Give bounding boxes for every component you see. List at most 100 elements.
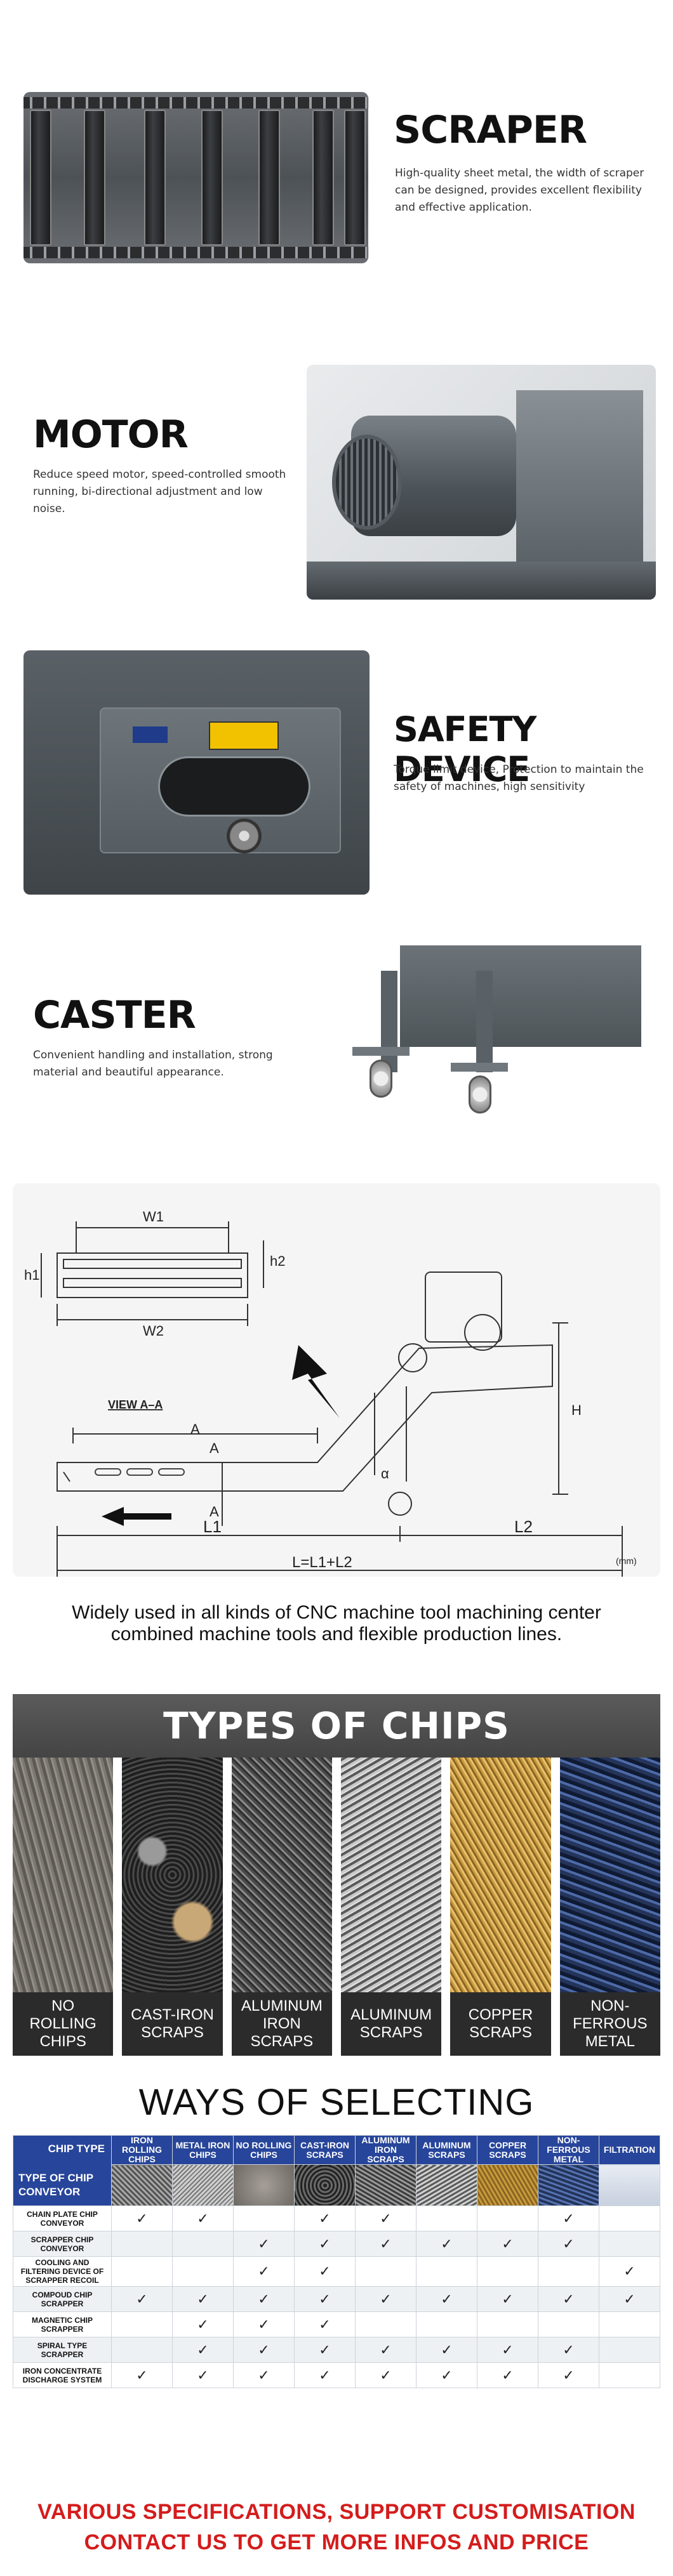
chip-thumbnail (294, 2164, 356, 2206)
dim-l1-label: L1 (203, 1517, 222, 1536)
conveyor-type-name: SPIRAL TYPE SCRAPPER (13, 2337, 112, 2363)
feature-desc-caster: Convenient handling and installation, st… (33, 1049, 273, 1079)
column-header: NO ROLLING CHIPS (233, 2135, 295, 2165)
check-icon: ✓ (477, 2286, 538, 2312)
empty-cell (538, 2256, 599, 2287)
check-icon: ✓ (477, 2231, 538, 2257)
empty-cell (599, 2362, 660, 2388)
chip-card-cast-iron: CAST-IRON SCRAPS (122, 1758, 223, 2056)
dim-l-label: L=L1+L2 (292, 1554, 352, 1571)
empty-cell (111, 2311, 173, 2337)
empty-cell (416, 2311, 477, 2337)
chip-thumbnail (111, 2164, 173, 2206)
check-icon: ✓ (233, 2337, 295, 2363)
check-icon: ✓ (111, 2205, 173, 2231)
check-icon: ✓ (538, 2337, 599, 2363)
chip-label: COPPER SCRAPS (450, 1992, 551, 2056)
dim-l2-label: L2 (514, 1517, 533, 1536)
column-header: ALUMINUM SCRAPS (416, 2135, 477, 2165)
check-icon: ✓ (172, 2205, 234, 2231)
conveyor-type-name: IRON CONCENTRATE DISCHARGE SYSTEM (13, 2362, 112, 2388)
caster-wheel-icon (370, 1060, 392, 1098)
table-corner-header: CHIP TYPE TYPE OF CHIP CONVEYOR (13, 2135, 112, 2206)
chip-thumbnail (538, 2164, 599, 2206)
column-header: IRON ROLLING CHIPS (111, 2135, 173, 2165)
corner-conveyor-type: TYPE OF CHIP CONVEYOR (18, 2172, 93, 2198)
check-icon: ✓ (355, 2337, 416, 2363)
check-icon: ✓ (355, 2286, 416, 2312)
check-icon: ✓ (538, 2205, 599, 2231)
empty-cell (111, 2231, 173, 2257)
angle-alpha-label: α (381, 1466, 389, 1482)
dim-h1-label: h1 (24, 1267, 39, 1283)
empty-cell (599, 2231, 660, 2257)
chip-thumbnail (355, 2164, 416, 2206)
dim-w2-label: W2 (143, 1323, 164, 1339)
section-a-label-3: A (210, 1504, 219, 1520)
empty-cell (538, 2311, 599, 2337)
check-icon: ✓ (294, 2231, 356, 2257)
column-header: NON-FERROUS METAL (538, 2135, 599, 2165)
column-header: FILTRATION (599, 2135, 660, 2165)
check-icon: ✓ (233, 2362, 295, 2388)
check-icon: ✓ (294, 2286, 356, 2312)
conveyor-type-name: COMPOUD CHIP SCRAPPER (13, 2286, 112, 2312)
table-row: MAGNETIC CHIP SCRAPPER✓✓✓ (13, 2311, 660, 2337)
check-icon: ✓ (599, 2256, 660, 2287)
empty-cell (172, 2231, 234, 2257)
chip-thumbnail (477, 2164, 538, 2206)
check-icon: ✓ (172, 2286, 234, 2312)
check-icon: ✓ (355, 2205, 416, 2231)
table-row: SPIRAL TYPE SCRAPPER✓✓✓✓✓✓✓ (13, 2337, 660, 2363)
table-row: IRON CONCENTRATE DISCHARGE SYSTEM✓✓✓✓✓✓✓… (13, 2362, 660, 2388)
footer-line-1: VARIOUS SPECIFICATIONS, SUPPORT CUSTOMIS… (37, 2500, 636, 2524)
column-header: CAST-IRON SCRAPS (294, 2135, 356, 2165)
empty-cell (599, 2311, 660, 2337)
chip-thumbnail (233, 2164, 295, 2206)
chip-card-no-rolling: NO ROLLING CHIPS (13, 1758, 114, 2056)
check-icon: ✓ (294, 2205, 356, 2231)
feature-title-motor: MOTOR (33, 412, 189, 457)
check-icon: ✓ (172, 2311, 234, 2337)
usage-text-line-2: combined machine tools and flexible prod… (110, 1624, 563, 1645)
types-of-chips-title: TYPES OF CHIPS (163, 1704, 510, 1747)
section-a-label-2: A (210, 1440, 219, 1456)
table-row: SCRAPPER CHIP CONVEYOR✓✓✓✓✓✓ (13, 2231, 660, 2257)
column-header: ALUMINUM IRON SCRAPS (355, 2135, 416, 2165)
column-header: COPPER SCRAPS (477, 2135, 538, 2165)
conveyor-type-name: SCRAPPER CHIP CONVEYOR (13, 2231, 112, 2257)
check-icon: ✓ (233, 2231, 295, 2257)
chip-label: ALUMINUM IRON SCRAPS (231, 1992, 332, 2056)
check-icon: ✓ (233, 2311, 295, 2337)
table-row: COMPOUD CHIP SCRAPPER✓✓✓✓✓✓✓✓✓ (13, 2286, 660, 2312)
dim-w1-label: W1 (143, 1209, 164, 1225)
check-icon: ✓ (233, 2286, 295, 2312)
conveyor-type-name: MAGNETIC CHIP SCRAPPER (13, 2311, 112, 2337)
empty-cell (477, 2205, 538, 2231)
check-icon: ✓ (599, 2286, 660, 2312)
check-icon: ✓ (538, 2286, 599, 2312)
footer-line-2: CONTACT US TO GET MORE INFOS AND PRICE (84, 2530, 589, 2554)
scraper-photo (23, 92, 368, 263)
check-icon: ✓ (416, 2286, 477, 2312)
empty-cell (477, 2311, 538, 2337)
column-header: METAL IRON CHIPS (172, 2135, 234, 2165)
chip-card-non-ferrous: NON-FERROUS METAL (559, 1758, 660, 2056)
check-icon: ✓ (294, 2337, 356, 2363)
check-icon: ✓ (111, 2286, 173, 2312)
check-icon: ✓ (355, 2231, 416, 2257)
empty-cell (416, 2256, 477, 2287)
feature-desc-safety-device: Torque limit device, Protection to maint… (394, 763, 644, 793)
chip-label: NO ROLLING CHIPS (13, 1992, 114, 2056)
chip-thumbnail (416, 2164, 477, 2206)
check-icon: ✓ (477, 2337, 538, 2363)
check-icon: ✓ (294, 2362, 356, 2388)
check-icon: ✓ (294, 2311, 356, 2337)
check-icon: ✓ (111, 2362, 173, 2388)
unit-label: (mm) (616, 1556, 637, 1566)
usage-text-line-1: Widely used in all kinds of CNC machine … (72, 1602, 601, 1623)
feature-title-safety-device: SAFETY DEVICE (394, 709, 536, 789)
conveyor-type-name: CHAIN PLATE CHIP CONVEYOR (13, 2205, 112, 2231)
check-icon: ✓ (172, 2362, 234, 2388)
empty-cell (111, 2337, 173, 2363)
